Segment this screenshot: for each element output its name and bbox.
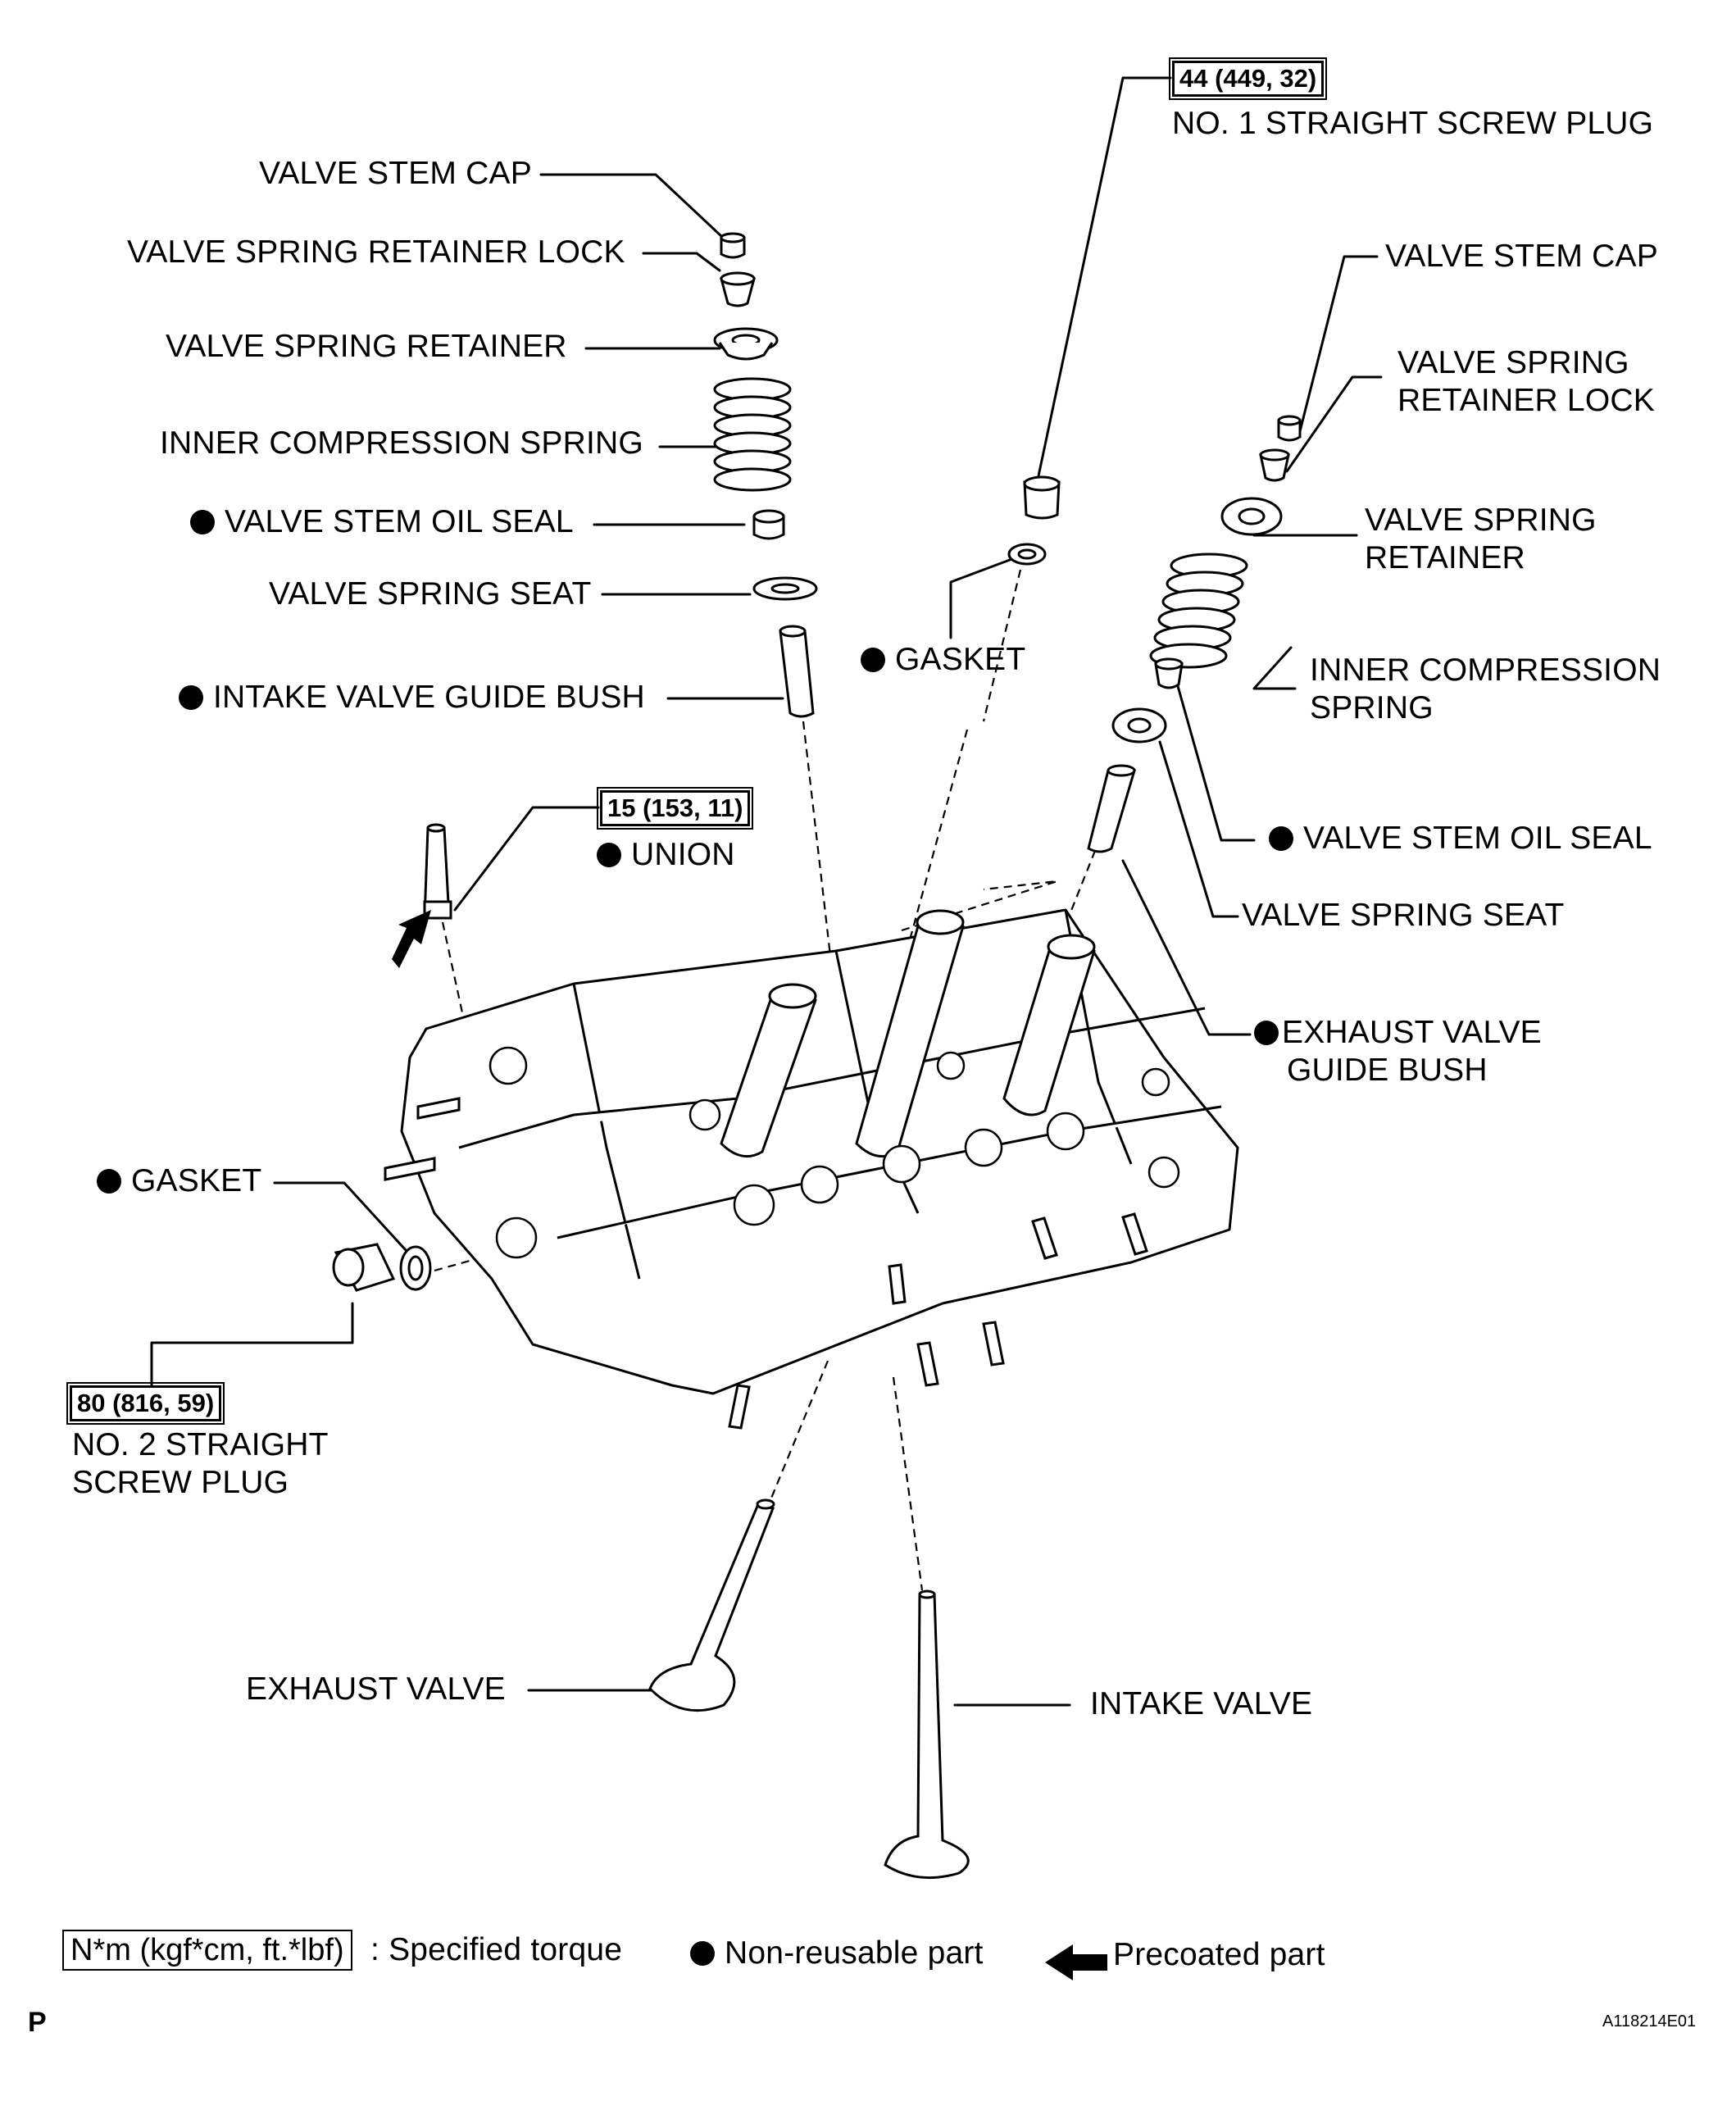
right-lock-shape: [1259, 453, 1290, 482]
dash-intake-valve: [892, 1376, 924, 1591]
nonreusable-dot-icon: [190, 510, 215, 534]
dash-intake-guide: [802, 721, 854, 1148]
left-guide-bush-shape: [779, 630, 815, 718]
dash-bay: [901, 880, 1058, 932]
leader-union: [453, 806, 600, 912]
left-retainer-lock-shape: [720, 277, 756, 307]
dash-union: [441, 921, 465, 1017]
label-right-valve-stem-cap: VALVE STEM CAP: [1385, 239, 1658, 274]
leader-left-stem-cap: [539, 173, 723, 238]
right-spring-shape: [1149, 553, 1248, 669]
exhaust-valve-shape: [648, 1503, 775, 1712]
nonreusable-dot-icon: [1254, 1021, 1279, 1045]
legend-nonreusable: Non-reusable part: [690, 1935, 984, 1972]
label-union: UNION: [597, 836, 735, 874]
label-left-retainer: VALVE SPRING RETAINER: [166, 329, 567, 364]
label-left-inner-spring: INNER COMPRESSION SPRING: [160, 425, 643, 461]
figure-id: A118214E01: [1602, 2012, 1697, 2030]
nonreusable-dot-icon: [861, 648, 885, 672]
leader-right-stem-cap: [1297, 255, 1379, 436]
leader-right-retainer-lock: [1285, 375, 1383, 473]
leader-gasket-center: [949, 556, 1018, 639]
leader-right-inner-spring: [1252, 646, 1297, 690]
torque-union: 15 (153, 11): [596, 787, 754, 830]
label-left-retainer-lock: VALVE SPRING RETAINER LOCK: [127, 234, 625, 270]
precoat-arrow-union: [392, 910, 431, 968]
label-plug1: NO. 1 STRAIGHT SCREW PLUG: [1172, 106, 1654, 141]
nonreusable-dot-icon: [179, 685, 203, 710]
left-stem-cap-shape: [720, 236, 746, 259]
leader-right-spring-seat: [1158, 740, 1239, 918]
torque-plug1: 44 (449, 32): [1168, 57, 1328, 100]
nonreusable-dot-icon: [690, 1941, 715, 1966]
page-mark: P: [28, 2007, 47, 2038]
right-stem-cap-shape: [1277, 419, 1302, 442]
label-right-retainer: VALVE SPRING RETAINER: [1365, 502, 1597, 575]
left-spring-shape: [713, 377, 792, 492]
label-intake-valve: INTAKE VALVE: [1090, 1686, 1313, 1721]
leader-plug2: [150, 1302, 354, 1387]
label-right-oil-seal: VALVE STEM OIL SEAL: [1269, 820, 1652, 857]
right-guide-bush-shape: [1087, 769, 1137, 853]
label-intake-guide-bush: INTAKE VALVE GUIDE BUSH: [179, 679, 645, 716]
legend-torque-text: : Specified torque: [370, 1932, 623, 1967]
label-exhaust-guide-bush: EXHAUST VALVE GUIDE BUSH: [1254, 1014, 1542, 1089]
plug1-shape: [1023, 480, 1061, 520]
label-right-retainer-lock: VALVE SPRING RETAINER LOCK: [1397, 345, 1655, 418]
label-gasket-center: GASKET: [861, 641, 1025, 679]
right-oil-seal-shape: [1154, 662, 1184, 689]
label-left-oil-seal: VALVE STEM OIL SEAL: [190, 503, 574, 541]
dash-exhaust-valve: [769, 1360, 829, 1501]
leader-left-retainer-lock: [642, 252, 721, 272]
label-right-spring-seat: VALVE SPRING SEAT: [1242, 898, 1565, 933]
label-gasket-left: GASKET: [97, 1162, 261, 1200]
leader-gasket-left: [273, 1181, 407, 1252]
dash-plug1: [982, 569, 1022, 722]
intake-valve-shape: [884, 1593, 970, 1880]
label-exhaust-valve: EXHAUST VALVE: [246, 1671, 506, 1707]
leader-right-oil-seal: [1175, 679, 1256, 842]
leader-plug1: [1035, 76, 1172, 485]
nonreusable-dot-icon: [97, 1169, 121, 1194]
leader-exhaust-guide: [1121, 859, 1252, 1036]
legend-arrow: [1045, 1944, 1107, 1980]
label-left-valve-stem-cap: VALVE STEM CAP: [259, 156, 532, 191]
legend-precoated: Precoated part: [1113, 1937, 1325, 1972]
torque-plug2: 80 (816, 59): [66, 1382, 225, 1425]
label-left-spring-seat: VALVE SPRING SEAT: [269, 576, 592, 612]
label-right-inner-spring: INNER COMPRESSION SPRING: [1310, 653, 1661, 725]
legend-torque-unit: N*m (kgf*cm, ft.*lbf): [62, 1930, 352, 1971]
label-plug2: NO. 2 STRAIGHT SCREW PLUG: [72, 1427, 329, 1500]
nonreusable-dot-icon: [1269, 826, 1293, 851]
cylinder-head-body: [400, 908, 1239, 1395]
nonreusable-dot-icon: [597, 843, 621, 867]
